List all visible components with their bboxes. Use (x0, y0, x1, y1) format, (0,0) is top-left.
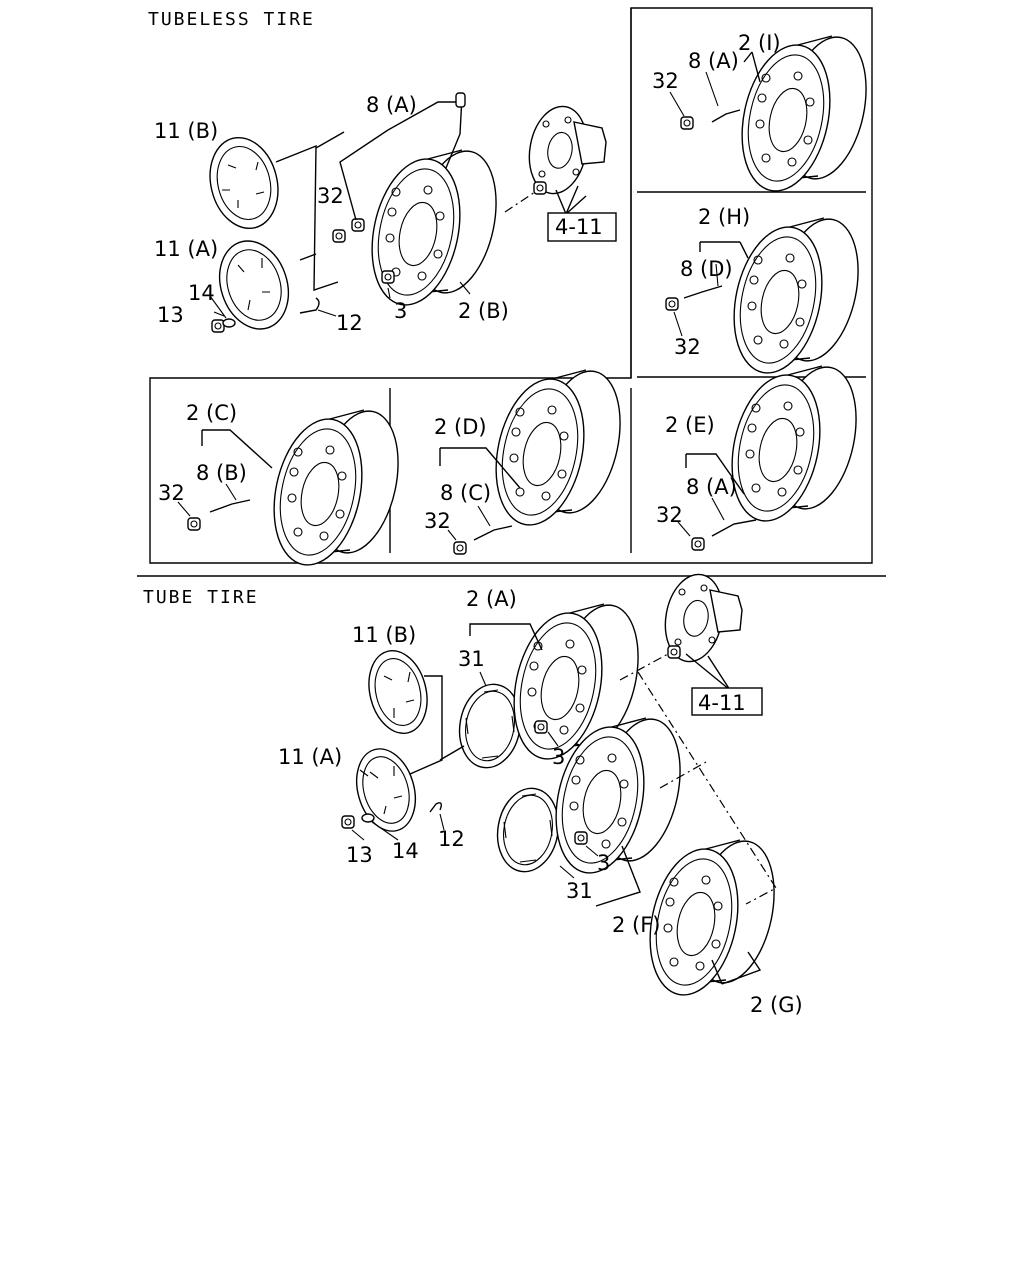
nut-left (351, 218, 365, 232)
valve-cap-32-e (691, 537, 705, 551)
valve-8a (445, 95, 463, 169)
wheel-2b (358, 142, 509, 314)
panel-wheel-2c (177, 402, 411, 574)
valve-extension-12 (299, 297, 320, 314)
flap-31-lower (490, 782, 566, 878)
nut-3-upper (534, 720, 548, 734)
callout-box-4-11 (547, 212, 617, 242)
label-8a-e: 8 (A) (686, 475, 737, 499)
valve-cap-32-c (187, 517, 201, 531)
label-31-lower: 31 (566, 879, 593, 903)
nut-13-tube (341, 815, 355, 829)
label-3-upper: 3 (552, 745, 565, 769)
tube-section-title: TUBE TIRE (143, 587, 259, 608)
wheel-cover-11a (218, 240, 290, 330)
label-11b-tube: 11 (B) (352, 623, 416, 647)
panel-wheel-2h (665, 210, 871, 382)
label-12-tube: 12 (438, 827, 465, 851)
label-3: 3 (394, 299, 407, 323)
label-2h: 2 (H) (698, 205, 750, 229)
label-2e: 2 (E) (665, 413, 715, 437)
label-2a: 2 (A) (466, 587, 517, 611)
label-11b: 11 (B) (154, 119, 218, 143)
panel-wheel-2i (669, 28, 879, 200)
valve-cap-32-i (680, 116, 694, 130)
label-14-tube: 14 (392, 839, 419, 863)
valve-8a-e (711, 519, 757, 537)
panel-wheel-2e (677, 358, 869, 551)
label-8c: 8 (C) (440, 481, 491, 505)
label-14: 14 (188, 281, 215, 305)
panel-wheel-2d (439, 362, 633, 555)
valve-8b (209, 499, 251, 513)
valve-8d (683, 285, 723, 299)
label-8b: 8 (B) (196, 461, 247, 485)
tubeless-section-title: TUBELESS TIRE (148, 9, 315, 30)
tube-tire-assembly (341, 569, 787, 1004)
label-2b: 2 (B) (458, 299, 509, 323)
label-2i: 2 (I) (738, 31, 781, 55)
label-2f: 2 (F) (612, 913, 661, 937)
label-13: 13 (157, 303, 184, 327)
label-2g: 2 (G) (750, 993, 803, 1017)
wheel-cover-11b (209, 136, 279, 230)
label-32-d: 32 (424, 509, 451, 533)
valve-cap-32-h (665, 297, 679, 311)
label-31-upper: 31 (458, 647, 485, 671)
callout-box-4-11-tube (691, 687, 763, 716)
label-2c: 2 (C) (186, 401, 237, 425)
tubeless-main-assembly (209, 92, 617, 333)
label-13-tube: 13 (346, 843, 373, 867)
nut-3 (381, 270, 395, 284)
label-4-11-tube: 4-11 (698, 691, 746, 715)
label-8a: 8 (A) (366, 93, 417, 117)
label-32-h: 32 (674, 335, 701, 359)
washer-14-tube (361, 813, 375, 823)
hub-stud (533, 181, 547, 195)
nut-3-lower (574, 831, 588, 845)
valve-8c (473, 525, 513, 541)
label-11a: 11 (A) (154, 237, 218, 261)
label-8d: 8 (D) (680, 257, 733, 281)
hub-stud-tube (667, 645, 681, 659)
valve-cap-32 (332, 229, 346, 243)
washer-14 (222, 318, 236, 328)
label-12: 12 (336, 311, 363, 335)
label-8a-i: 8 (A) (688, 49, 739, 73)
label-32-e: 32 (656, 503, 683, 527)
label-32-i: 32 (652, 69, 679, 93)
label-3-lower: 3 (597, 851, 610, 875)
valve-extension-12-tube (429, 802, 443, 813)
valve-cap-32-d (453, 541, 467, 555)
label-32-c: 32 (158, 481, 185, 505)
label-4-11: 4-11 (555, 215, 603, 239)
valve-8a-panel-i (711, 109, 741, 123)
label-32: 32 (317, 184, 344, 208)
wheel-cover-11b-tube (368, 649, 428, 735)
label-2d: 2 (D) (434, 415, 487, 439)
wheel-cover-11a-tube (356, 748, 416, 832)
nut-13 (211, 319, 225, 333)
label-11a-tube: 11 (A) (278, 745, 342, 769)
